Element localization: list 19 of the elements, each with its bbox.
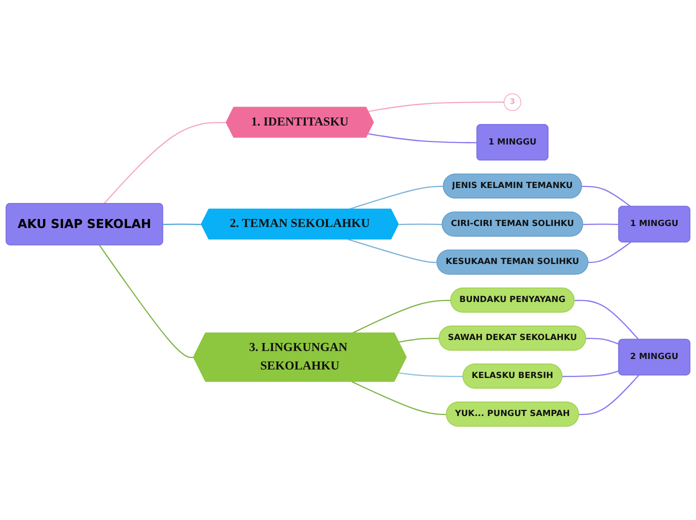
connector: [398, 338, 440, 343]
connector: [574, 300, 640, 340]
connector: [103, 122, 227, 204]
connector: [588, 242, 632, 264]
connector: [352, 300, 452, 334]
connector: [368, 133, 478, 144]
connector: [398, 372, 464, 378]
connector: [348, 238, 438, 264]
connector: [398, 224, 443, 226]
connector: [583, 224, 620, 226]
connector: [586, 338, 620, 345]
connector: [582, 186, 632, 208]
connector: [352, 381, 447, 416]
connector: [368, 102, 504, 112]
connector: [98, 244, 194, 358]
connector: [163, 224, 202, 226]
connector: [348, 186, 444, 210]
connector: [562, 370, 620, 378]
connector: [578, 374, 640, 416]
